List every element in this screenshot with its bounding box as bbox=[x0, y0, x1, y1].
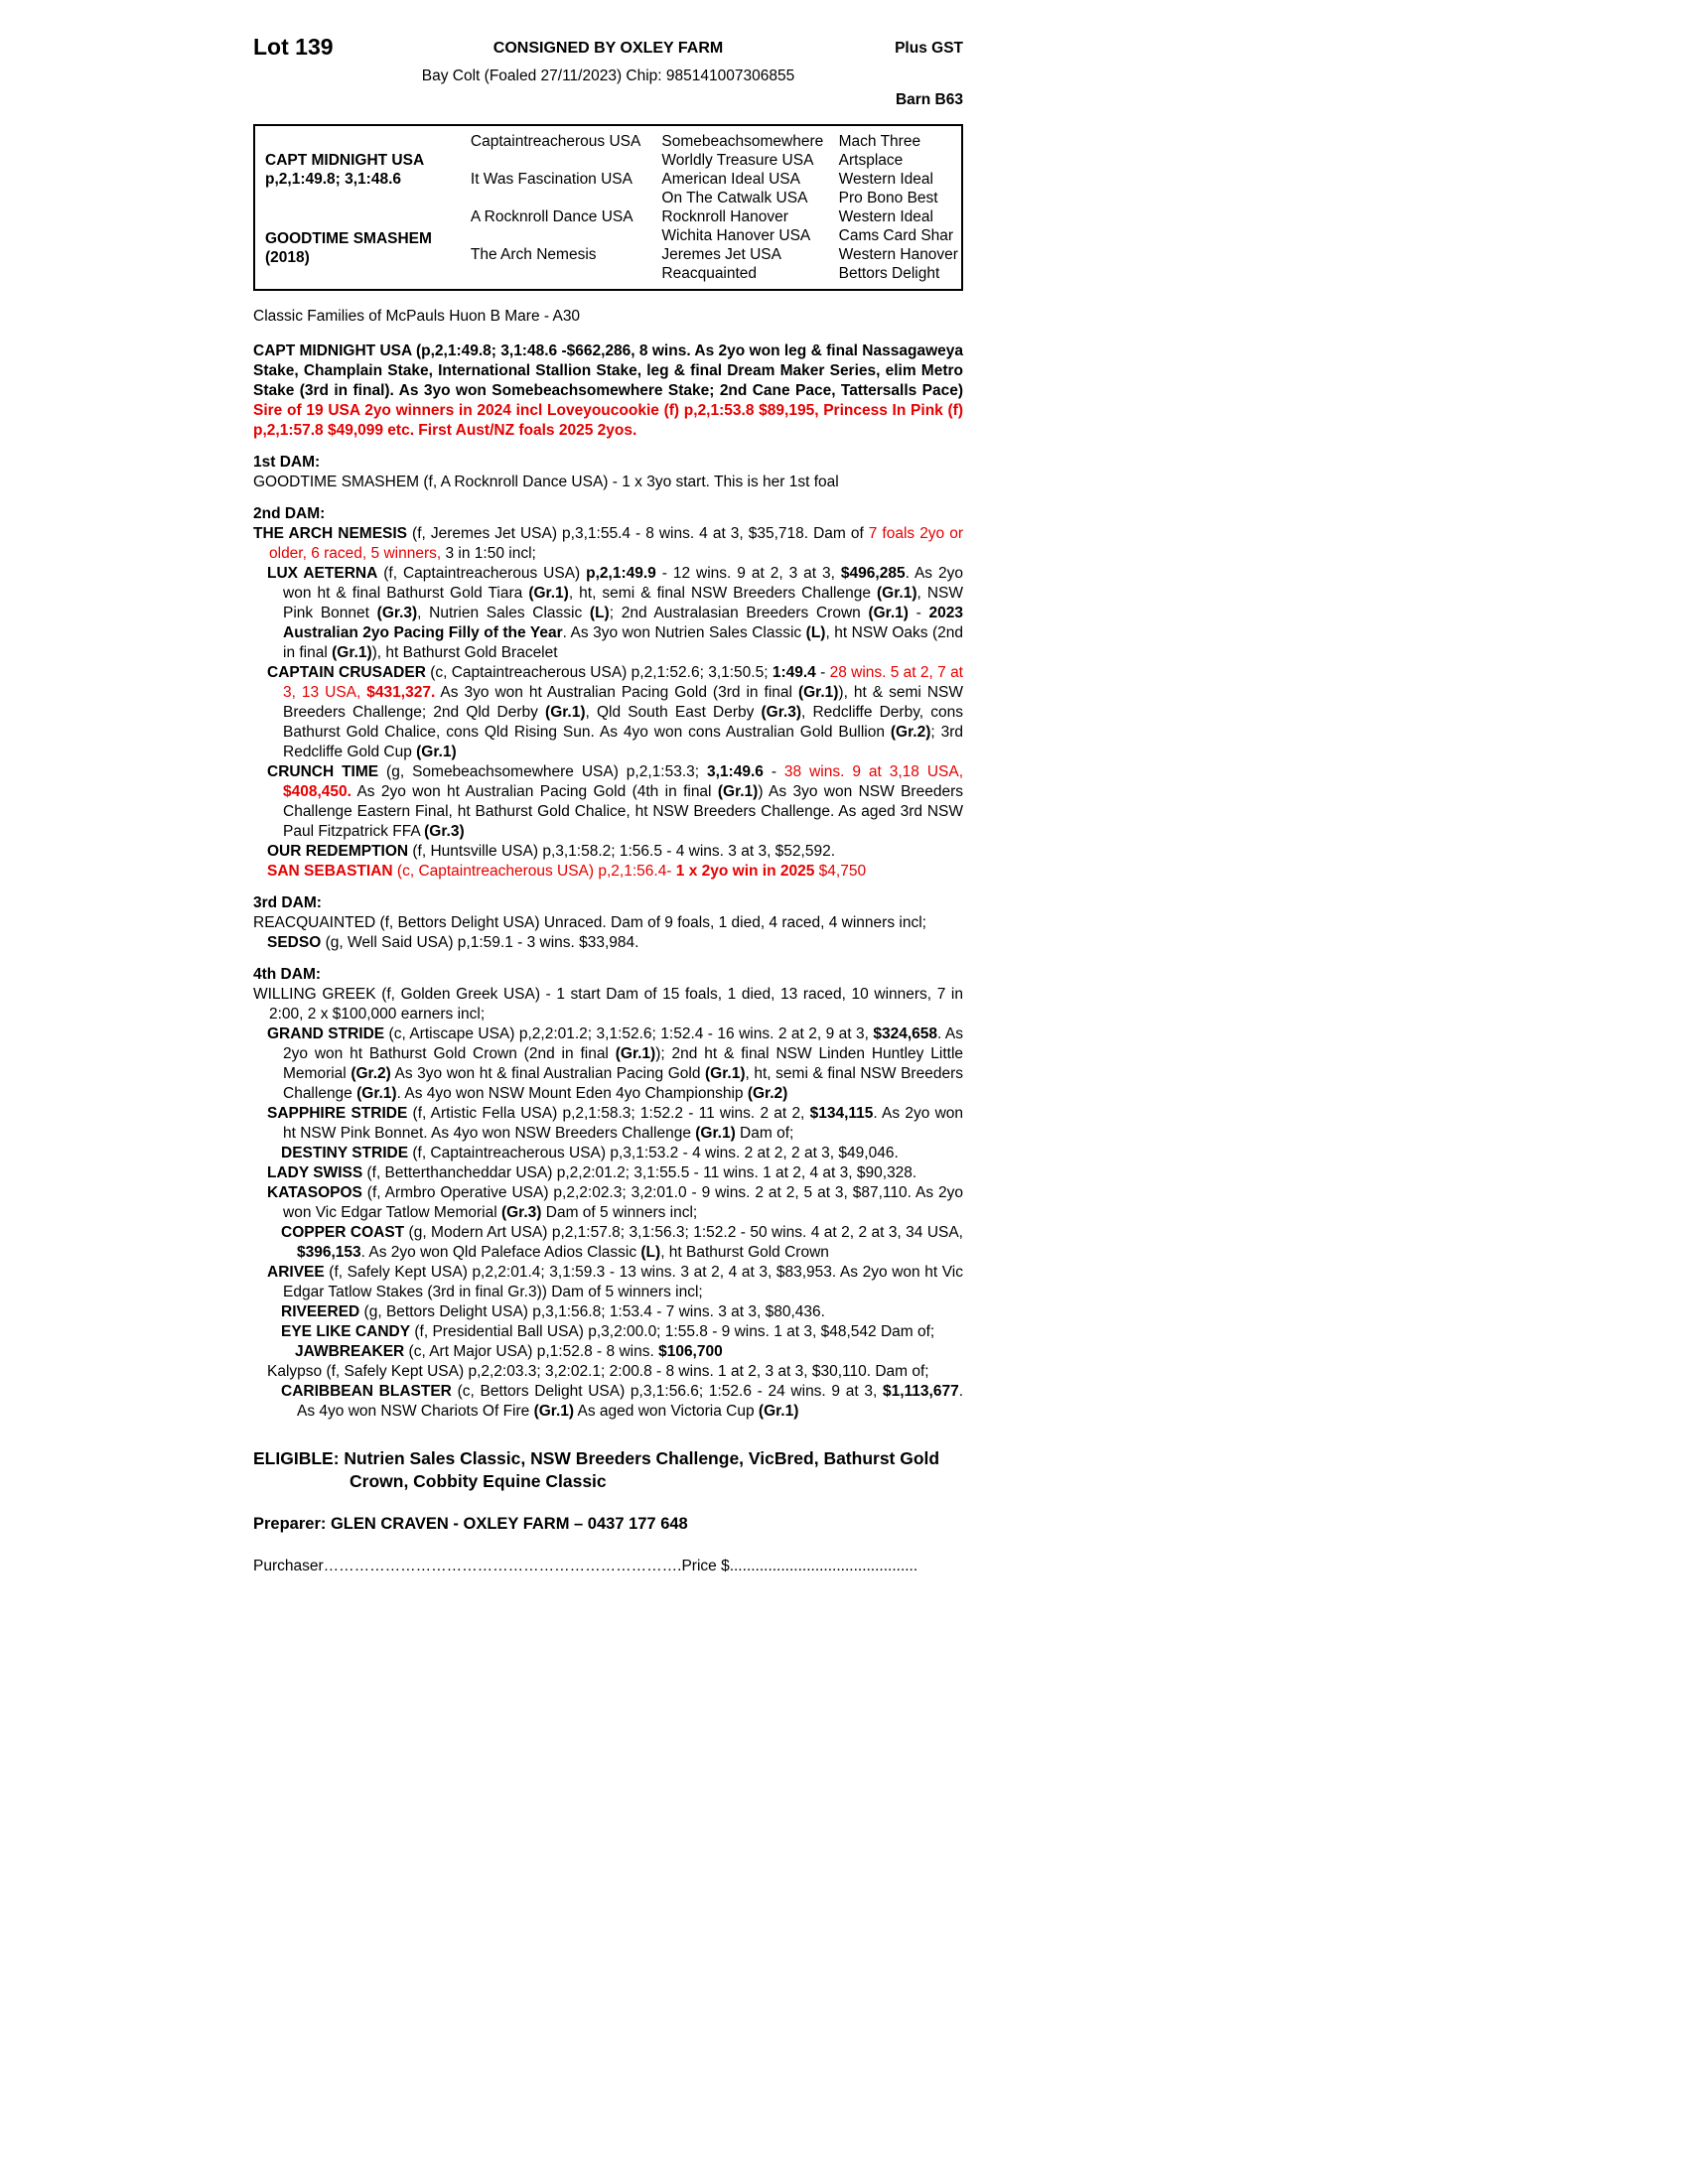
entry-katasopos: KATASOPOS (f, Armbro Operative USA) p,2,… bbox=[267, 1184, 963, 1221]
entry-goodtime-smashem: GOODTIME SMASHEM (f, A Rocknroll Dance U… bbox=[253, 474, 839, 490]
family-line: Classic Families of McPauls Huon B Mare … bbox=[253, 308, 581, 325]
dam2-heading: 2nd DAM: bbox=[253, 505, 326, 522]
pedigree-cell-gen4-4: Western Ideal bbox=[838, 208, 933, 225]
entry-san-sebastian: SAN SEBASTIAN (c, Captaintreacherous USA… bbox=[267, 863, 867, 880]
dam4-heading: 4th DAM: bbox=[253, 966, 322, 983]
pedigree-cell-gen4-1: Artsplace bbox=[838, 152, 904, 169]
entry-captain-crusader: CAPTAIN CRUSADER (c, Captaintreacherous … bbox=[267, 664, 964, 760]
pedigree-cell-gen3-3: On The Catwalk USA bbox=[661, 190, 808, 206]
entry-riveered: RIVEERED (g, Bettors Delight USA) p,3,1:… bbox=[281, 1303, 825, 1320]
entry-kalypso: Kalypso (f, Safely Kept USA) p,2,2:03.3;… bbox=[267, 1363, 929, 1380]
sire-record: p,2,1:49.8; 3,1:48.6 bbox=[265, 171, 401, 188]
pedigree-cell-gen2-1: It Was Fascination USA bbox=[470, 171, 633, 188]
pedigree-cell-gen4-0: Mach Three bbox=[838, 133, 921, 150]
barn-number: Barn B63 bbox=[895, 91, 963, 108]
pedigree-cell-gen4-5: Cams Card Shar bbox=[838, 227, 954, 244]
horse-description: Bay Colt (Foaled 27/11/2023) Chip: 98514… bbox=[421, 68, 795, 84]
entry-eye-like-candy: EYE LIKE CANDY (f, Presidential Ball USA… bbox=[281, 1323, 935, 1340]
entry-our-redemption: OUR REDEMPTION (f, Huntsville USA) p,3,1… bbox=[267, 843, 836, 860]
pedigree-table: CAPT MIDNIGHT USA p,2,1:49.8; 3,1:48.6 C… bbox=[253, 124, 963, 291]
preparer-line: Preparer: GLEN CRAVEN - OXLEY FARM – 043… bbox=[253, 1515, 688, 1533]
pedigree-cell-gen3-0: Somebeachsomewhere bbox=[661, 133, 824, 150]
pedigree-cell-gen4-6: Western Hanover bbox=[838, 246, 958, 263]
purchaser-price-line: Purchaser…………………………………………………………….Price $… bbox=[253, 1558, 918, 1574]
pedigree-cell-gen3-2: American Ideal USA bbox=[661, 171, 800, 188]
entry-sapphire-stride: SAPPHIRE STRIDE (f, Artistic Fella USA) … bbox=[267, 1105, 964, 1142]
entry-crunch-time: CRUNCH TIME (g, Somebeachsomewhere USA) … bbox=[267, 763, 964, 840]
entry-lux-aeterna: LUX AETERNA (f, Captaintreacherous USA) … bbox=[267, 565, 964, 661]
pedigree-cell-gen4-2: Western Ideal bbox=[838, 171, 933, 188]
entry-sedso: SEDSO (g, Well Said USA) p,1:59.1 - 3 wi… bbox=[267, 934, 639, 951]
sire-cell: CAPT MIDNIGHT USA p,2,1:49.8; 3,1:48.6 bbox=[254, 125, 467, 207]
header-row: Lot 139 CONSIGNED BY OXLEY FARM Plus GST bbox=[253, 34, 963, 64]
entry-lady-swiss: LADY SWISS (f, Betterthancheddar USA) p,… bbox=[267, 1164, 917, 1181]
pedigree-cell-gen2-2: A Rocknroll Dance USA bbox=[470, 208, 633, 225]
plus-gst-label: Plus GST bbox=[895, 40, 963, 57]
dam1-heading: 1st DAM: bbox=[253, 454, 321, 471]
entry-reacquainted: REACQUAINTED (f, Bettors Delight USA) Un… bbox=[253, 914, 926, 931]
dam-record: (2018) bbox=[265, 249, 310, 266]
dam-cell: GOODTIME SMASHEM (2018) bbox=[254, 207, 467, 290]
page-header: Lot 139 CONSIGNED BY OXLEY FARM Plus GST… bbox=[253, 34, 963, 110]
pedigree-cell-gen3-6: Jeremes Jet USA bbox=[661, 246, 781, 263]
entry-copper-coast: COPPER COAST (g, Modern Art USA) p,2,1:5… bbox=[281, 1224, 963, 1261]
dam-name: GOODTIME SMASHEM bbox=[265, 230, 432, 247]
pedigree-cell-gen3-5: Wichita Hanover USA bbox=[661, 227, 811, 244]
entry-caribbean-blaster: CARIBBEAN BLASTER (c, Bettors Delight US… bbox=[281, 1383, 964, 1420]
sire-name: CAPT MIDNIGHT USA bbox=[265, 152, 425, 169]
entry-the-arch-nemesis: THE ARCH NEMESIS (f, Jeremes Jet USA) p,… bbox=[253, 525, 963, 562]
pedigree-cell-gen3-7: Reacquainted bbox=[661, 265, 758, 282]
pedigree-cell-gen2-0: Captaintreacherous USA bbox=[470, 133, 641, 150]
catalog-page: Lot 139 CONSIGNED BY OXLEY FARM Plus GST… bbox=[253, 34, 963, 1576]
lot-number: Lot 139 bbox=[253, 34, 334, 60]
pedigree-cell-gen3-1: Worldly Treasure USA bbox=[661, 152, 814, 169]
pedigree-cell-gen4-7: Bettors Delight bbox=[838, 265, 940, 282]
dam3-heading: 3rd DAM: bbox=[253, 894, 322, 911]
pedigree-cell-gen3-4: Rocknroll Hanover bbox=[661, 208, 788, 225]
entry-jawbreaker: JAWBREAKER (c, Art Major USA) p,1:52.8 -… bbox=[295, 1343, 723, 1360]
consignor-title: CONSIGNED BY OXLEY FARM bbox=[492, 40, 724, 57]
pedigree-cell-gen2-3: The Arch Nemesis bbox=[470, 246, 597, 263]
entry-destiny-stride: DESTINY STRIDE (f, Captaintreacherous US… bbox=[281, 1145, 899, 1161]
entry-grand-stride: GRAND STRIDE (c, Artiscape USA) p,2,2:01… bbox=[267, 1025, 964, 1102]
entry-willing-greek: WILLING GREEK (f, Golden Greek USA) - 1 … bbox=[253, 986, 963, 1023]
eligible-statement: ELIGIBLE: Nutrien Sales Classic, NSW Bre… bbox=[253, 1448, 940, 1491]
entry-arivee: ARIVEE (f, Safely Kept USA) p,2,2:01.4; … bbox=[267, 1264, 963, 1300]
pedigree-cell-gen4-3: Pro Bono Best bbox=[838, 190, 938, 206]
sire-summary-paragraph: CAPT MIDNIGHT USA (p,2,1:49.8; 3,1:48.6 … bbox=[253, 342, 963, 439]
